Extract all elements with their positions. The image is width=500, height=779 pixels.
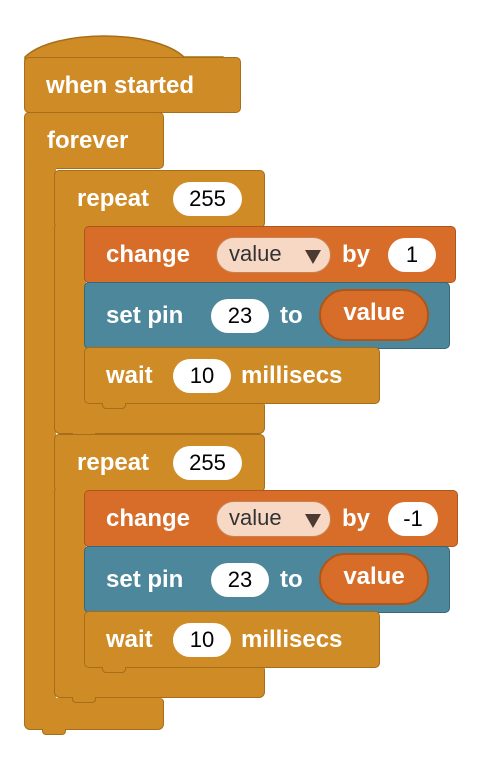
- forever-footer-notch: [42, 729, 66, 735]
- wait-unit-1: millisecs: [241, 362, 343, 389]
- wait-block-2[interactable]: wait 10 millisecs: [84, 611, 380, 668]
- set-pin-label-1: set pin: [106, 302, 184, 329]
- pin-number-1[interactable]: 23: [211, 299, 269, 333]
- repeat-label-1: repeat: [77, 185, 150, 212]
- repeat-block-1[interactable]: repeat 255: [54, 170, 265, 228]
- repeat-block-2[interactable]: repeat 255: [54, 434, 265, 492]
- wait-amount-2[interactable]: 10: [173, 623, 231, 657]
- forever-label: forever: [47, 127, 129, 154]
- repeat-arm-2: [54, 490, 86, 670]
- set-pin-block-2[interactable]: set pin 23 to value: [84, 546, 450, 613]
- by-label-2: by: [342, 505, 371, 532]
- variable-dropdown-value-1: value: [229, 241, 282, 266]
- triangle-down-icon: [305, 250, 321, 264]
- repeat-label-2: repeat: [77, 449, 150, 476]
- repeat-count-2[interactable]: 255: [173, 446, 242, 480]
- wait-block-1[interactable]: wait 10 millisecs: [84, 347, 380, 404]
- set-pin-label-2: set pin: [106, 566, 184, 593]
- to-label-1: to: [280, 302, 303, 329]
- change-variable-block-2[interactable]: change value by -1: [84, 490, 458, 547]
- change-amount-2[interactable]: -1: [388, 502, 438, 536]
- value-reporter-2[interactable]: value: [319, 553, 429, 605]
- change-amount-1[interactable]: 1: [388, 238, 436, 272]
- wait-notch-1: [102, 403, 126, 409]
- wait-label-1: wait: [106, 362, 153, 389]
- wait-unit-2: millisecs: [241, 626, 343, 653]
- wait-label-2: wait: [106, 626, 153, 653]
- change-label-1: change: [106, 241, 191, 268]
- when-started-label: when started: [46, 72, 195, 99]
- repeat-footer-1: [54, 402, 265, 434]
- pin-number-2[interactable]: 23: [211, 563, 269, 597]
- wait-amount-1[interactable]: 10: [173, 359, 231, 393]
- variable-dropdown-2[interactable]: value: [216, 501, 331, 537]
- repeat-count-1[interactable]: 255: [173, 182, 242, 216]
- hat-body[interactable]: when started: [24, 57, 241, 113]
- triangle-down-icon: [305, 514, 321, 528]
- to-label-2: to: [280, 566, 303, 593]
- value-reporter-1[interactable]: value: [319, 289, 429, 341]
- forever-footer: [24, 698, 164, 730]
- by-label-1: by: [342, 241, 371, 268]
- forever-block[interactable]: forever: [24, 112, 164, 169]
- forever-arm: [24, 165, 56, 700]
- variable-dropdown-1[interactable]: value: [216, 237, 331, 273]
- change-variable-block-1[interactable]: change value by 1: [84, 226, 456, 283]
- change-label-2: change: [106, 505, 191, 532]
- repeat-footer-2: [54, 666, 265, 698]
- repeat-arm-1: [54, 226, 86, 404]
- variable-dropdown-value-2: value: [229, 505, 282, 530]
- wait-notch-2: [102, 667, 126, 673]
- set-pin-block-1[interactable]: set pin 23 to value: [84, 282, 450, 349]
- repeat-footer-notch-2: [72, 697, 96, 703]
